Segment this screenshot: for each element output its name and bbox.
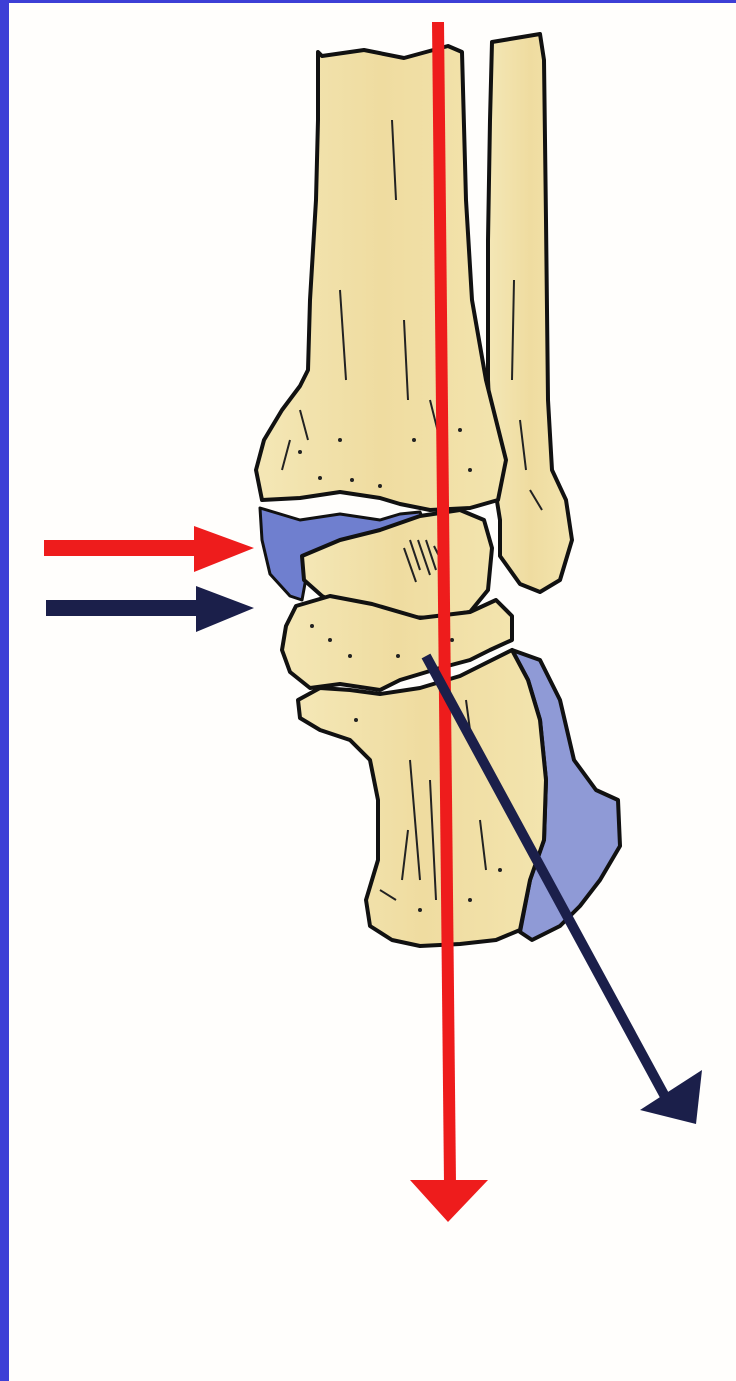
tibia [256, 46, 506, 510]
red-horizontal-arrow-shaft [44, 540, 198, 556]
fibula [488, 34, 572, 592]
calcaneus [298, 650, 546, 946]
navy-horizontal-arrowhead [196, 586, 254, 632]
navy-horizontal-arrow-shaft [46, 600, 200, 616]
red-horizontal-arrowhead [194, 526, 254, 572]
red-vertical-arrowhead [410, 1180, 488, 1222]
navy-oblique-arrowhead [640, 1070, 702, 1124]
